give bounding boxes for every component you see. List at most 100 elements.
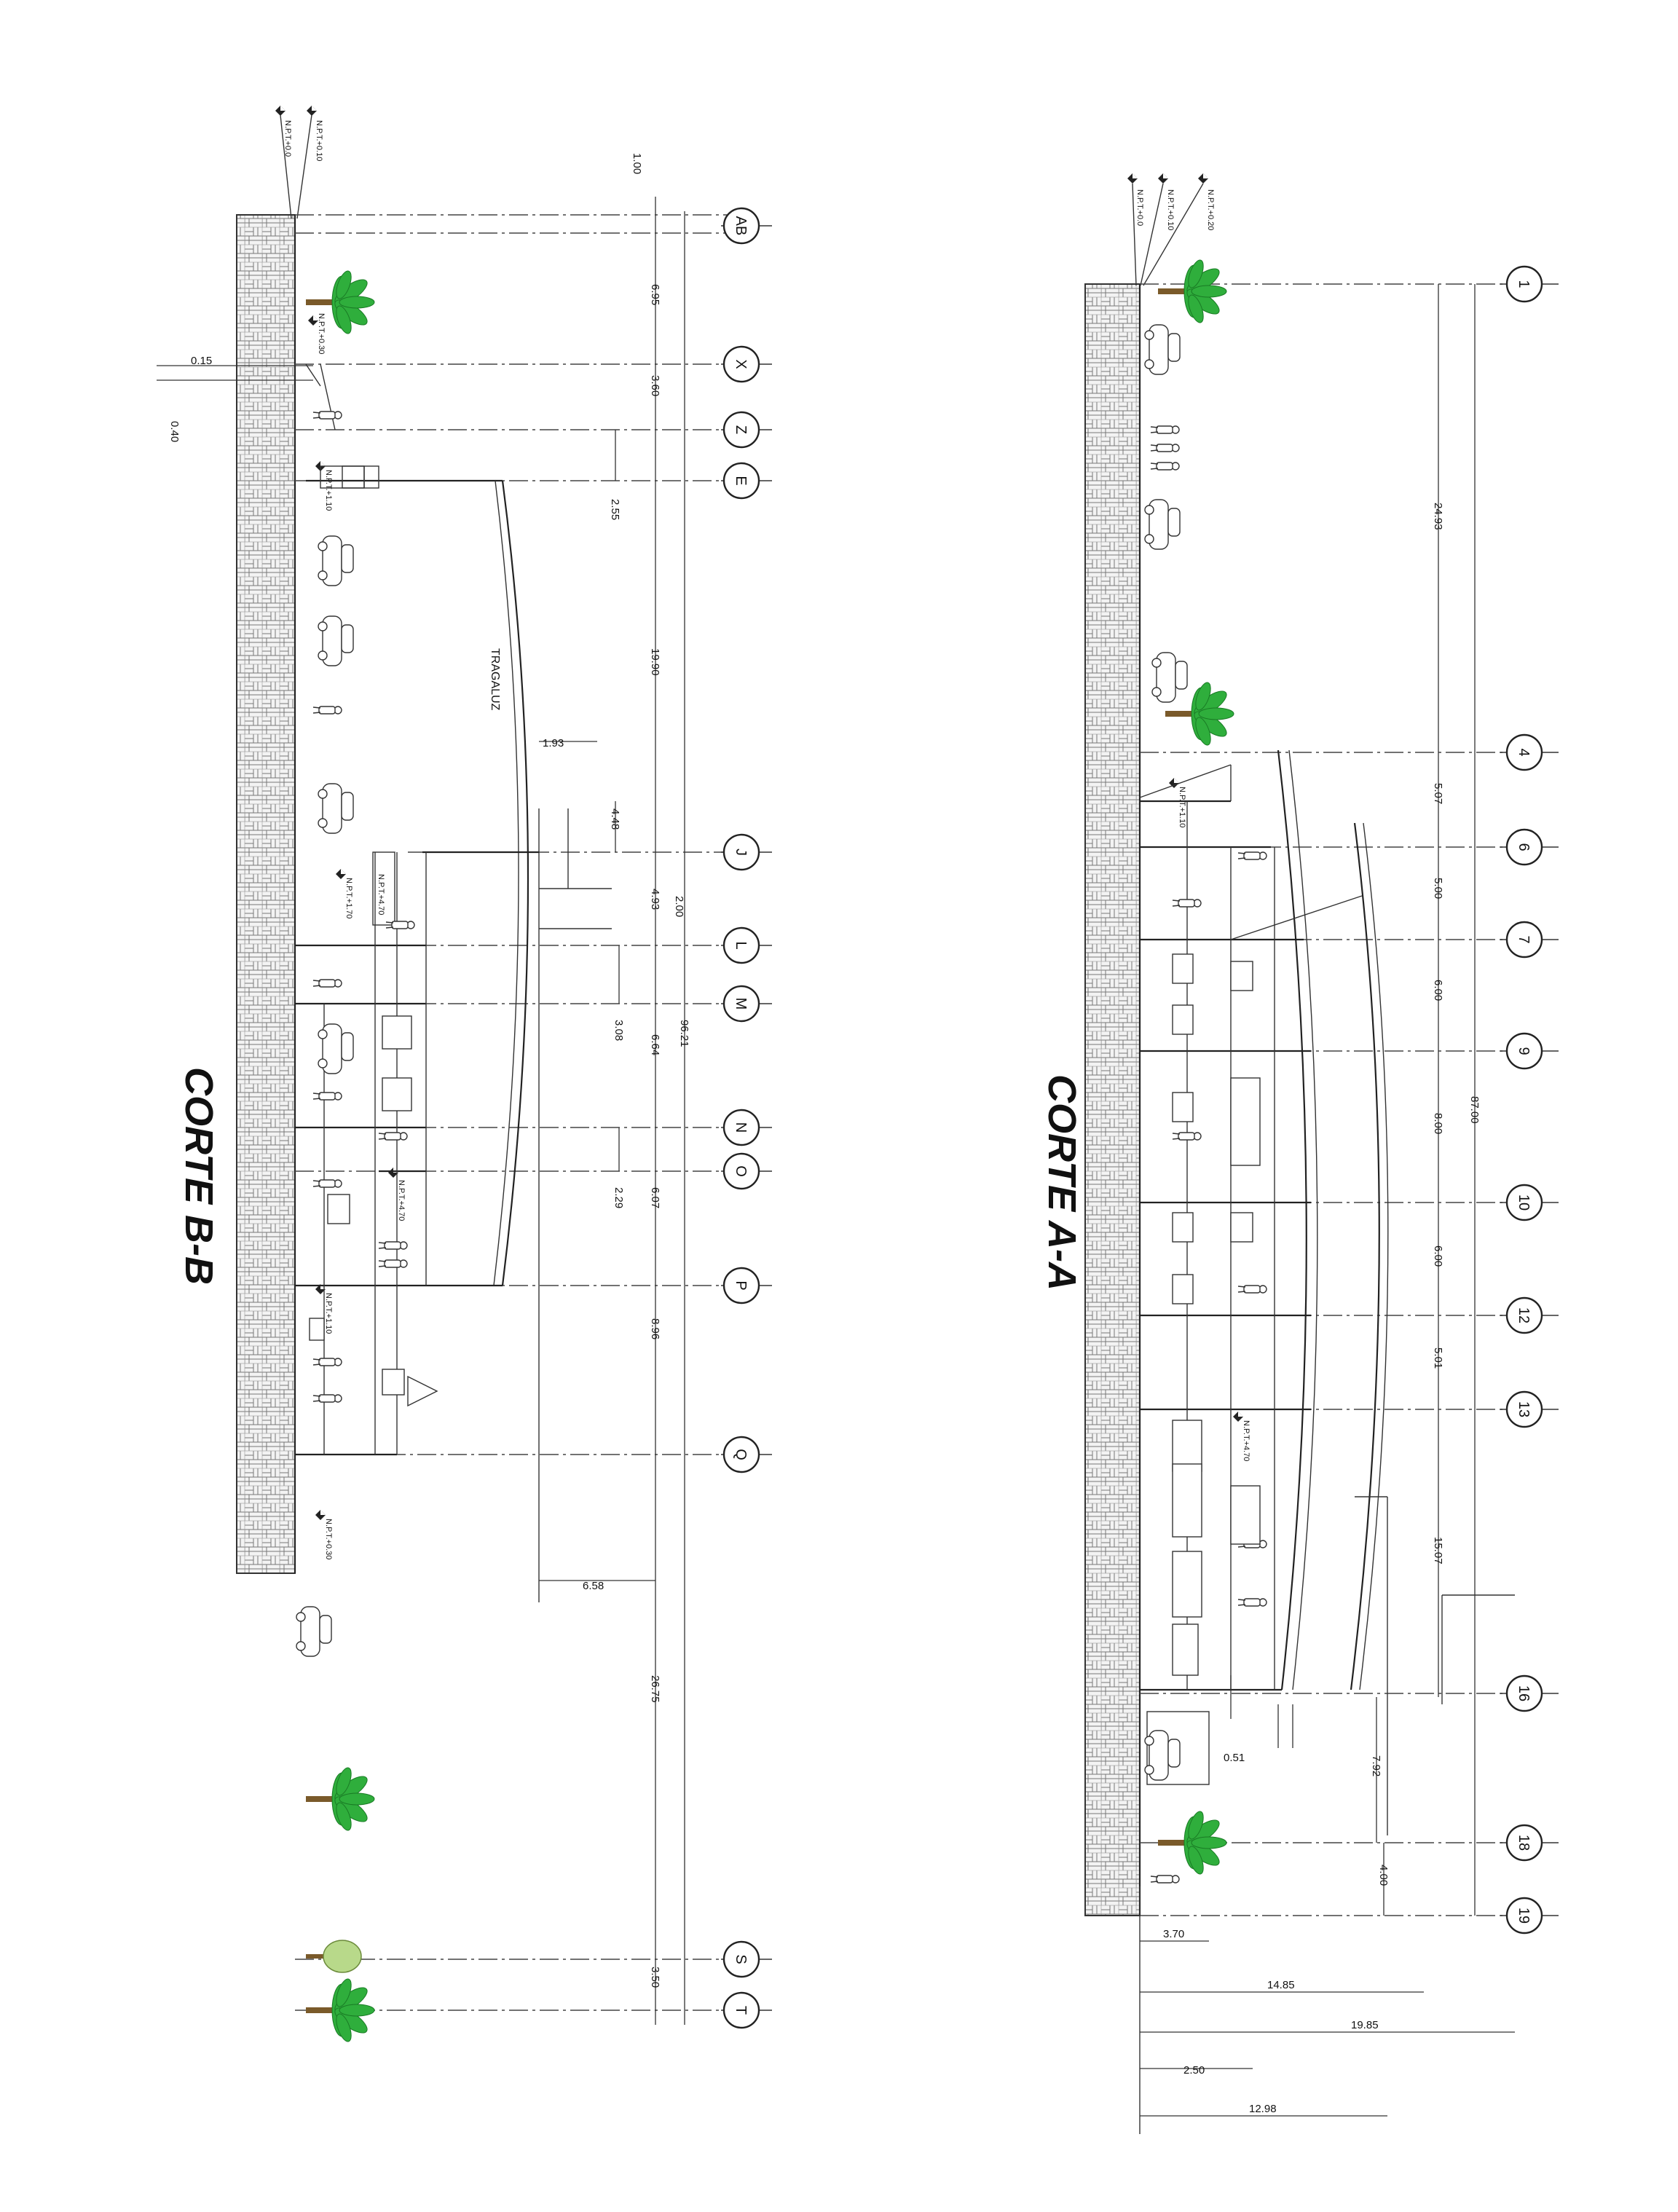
dimension-label: 6.00 — [1432, 980, 1444, 1001]
dimension-label: 12.98 — [1249, 2103, 1277, 2115]
person-icon — [312, 1179, 342, 1188]
door-icon — [309, 1318, 325, 1341]
axis-bubble: 6 — [1500, 828, 1559, 866]
person-icon — [1237, 1598, 1267, 1607]
axis-bubble: E — [721, 462, 772, 500]
svg-text:Q: Q — [733, 1449, 749, 1460]
person-icon — [312, 706, 342, 715]
svg-text:L: L — [733, 941, 749, 949]
dimension-label: 5.01 — [1432, 1347, 1444, 1369]
axis-bubble: Q — [721, 1436, 772, 1473]
svg-text:S: S — [733, 1954, 749, 1964]
section-title: CORTE B-B — [177, 1067, 221, 1285]
svg-text:19: 19 — [1516, 1908, 1532, 1924]
svg-text:M: M — [733, 998, 749, 1010]
person-icon — [1172, 899, 1202, 908]
person-icon — [378, 1132, 408, 1141]
dimension-label: 6.00 — [1432, 1245, 1444, 1267]
axis-bubbles-a: 1 4 6 7 9 10 12 13 16 18 19 — [1500, 265, 1559, 1934]
axis-bubble: 7 — [1500, 921, 1559, 959]
axis-bubble: T — [721, 1991, 772, 2029]
car-icon — [1144, 324, 1181, 375]
svg-text:J: J — [733, 849, 749, 856]
npt-label: N.P.T.+0.20 — [1206, 189, 1215, 230]
person-icon — [1150, 1875, 1180, 1884]
furniture-icon — [1172, 1004, 1194, 1035]
axis-bubble: M — [721, 985, 772, 1023]
dimension-label: 0.40 — [168, 421, 181, 442]
tree-icon — [306, 1940, 362, 1973]
car-icon — [1144, 499, 1181, 550]
npt-label: N.P.T.+1.10 — [324, 1293, 333, 1334]
axis-bubble: 10 — [1500, 1184, 1559, 1221]
person-icon — [312, 1092, 342, 1101]
person-icon — [312, 979, 342, 988]
dimensions-a — [1139, 284, 1515, 2134]
axis-bubble: N — [721, 1109, 772, 1146]
palm-tree-icon — [1157, 257, 1227, 326]
palm-tree-icon — [305, 268, 375, 336]
person-icon — [1150, 462, 1180, 471]
dimension-label: 3.70 — [1163, 1928, 1184, 1940]
person-icon — [1172, 1132, 1202, 1141]
level-markers-a: N.P.T.+0.0 N.P.T.+0.10 N.P.T.+0.20 N.P.T… — [1127, 173, 1250, 1461]
dimension-label: 7.92 — [1370, 1755, 1382, 1776]
dimension-label: 19.90 — [649, 648, 661, 676]
svg-text:Z: Z — [733, 425, 749, 434]
car-icon — [1151, 652, 1188, 703]
svg-text:1: 1 — [1516, 280, 1532, 288]
furniture-icon — [1230, 1212, 1253, 1243]
npt-label: N.P.T.+1.10 — [324, 470, 333, 511]
person-icon — [312, 1358, 342, 1366]
axis-bubble: 18 — [1500, 1824, 1559, 1862]
svg-text:16: 16 — [1516, 1685, 1532, 1701]
dimension-label: 8.96 — [649, 1318, 661, 1339]
car-icon — [1144, 1730, 1181, 1781]
svg-text:9: 9 — [1516, 1047, 1532, 1055]
seating-icon — [382, 1015, 412, 1050]
dimension-label: 5.00 — [1432, 878, 1444, 899]
dimension-label: 6.95 — [649, 284, 661, 305]
furniture-icon — [1172, 1212, 1194, 1243]
svg-text:O: O — [733, 1165, 749, 1177]
shelf-icon — [1230, 1485, 1261, 1545]
dimension-label: 15.07 — [1432, 1537, 1444, 1564]
npt-label: N.P.T.+0.0 — [1135, 189, 1144, 226]
dimension-label: 2.50 — [1183, 2064, 1205, 2077]
svg-text:E: E — [733, 476, 749, 485]
axis-bubble: L — [721, 926, 772, 964]
svg-text:N: N — [733, 1122, 749, 1133]
person-icon — [378, 1259, 408, 1268]
axis-bubble: 16 — [1500, 1674, 1559, 1712]
dimension-label: 0.51 — [1224, 1752, 1245, 1764]
dimension-label: 5.07 — [1432, 783, 1444, 804]
dimension-label: 96.21 — [678, 1020, 690, 1047]
svg-text:13: 13 — [1516, 1401, 1532, 1417]
npt-label: N.P.T.+0.0 — [283, 120, 292, 157]
car-icon — [296, 1606, 332, 1657]
ground-hatch-b — [236, 214, 296, 1574]
furniture-icon — [1230, 961, 1253, 991]
person-icon — [312, 411, 342, 420]
svg-text:10: 10 — [1516, 1194, 1532, 1211]
dimension-label: 1.93 — [543, 737, 564, 749]
dimension-label: 3.08 — [612, 1020, 625, 1041]
dimension-label: 4.93 — [649, 889, 661, 910]
dimension-label: 24.93 — [1432, 503, 1444, 530]
axis-bubble: O — [721, 1152, 772, 1190]
dimension-label: 14.85 — [1267, 1979, 1295, 1991]
axis-bubble: AB — [721, 207, 772, 245]
car-icon — [318, 1023, 354, 1074]
section-a-a: N.P.T.+0.0 N.P.T.+0.10 N.P.T.+0.20 N.P.T… — [1040, 173, 1559, 2134]
svg-text:18: 18 — [1516, 1835, 1532, 1851]
axis-bubble: 4 — [1500, 733, 1559, 771]
skylight-label: TRAGALUZ — [489, 648, 501, 711]
dimension-label: 1.00 — [631, 153, 643, 174]
npt-label: N.P.T.+0.30 — [317, 313, 326, 354]
car-icon — [318, 535, 354, 586]
axis-bubble: 9 — [1500, 1032, 1559, 1070]
npt-label: N.P.T.+1.70 — [344, 878, 353, 918]
entourage-b — [296, 268, 438, 2044]
dimension-label: 6.58 — [583, 1580, 604, 1592]
